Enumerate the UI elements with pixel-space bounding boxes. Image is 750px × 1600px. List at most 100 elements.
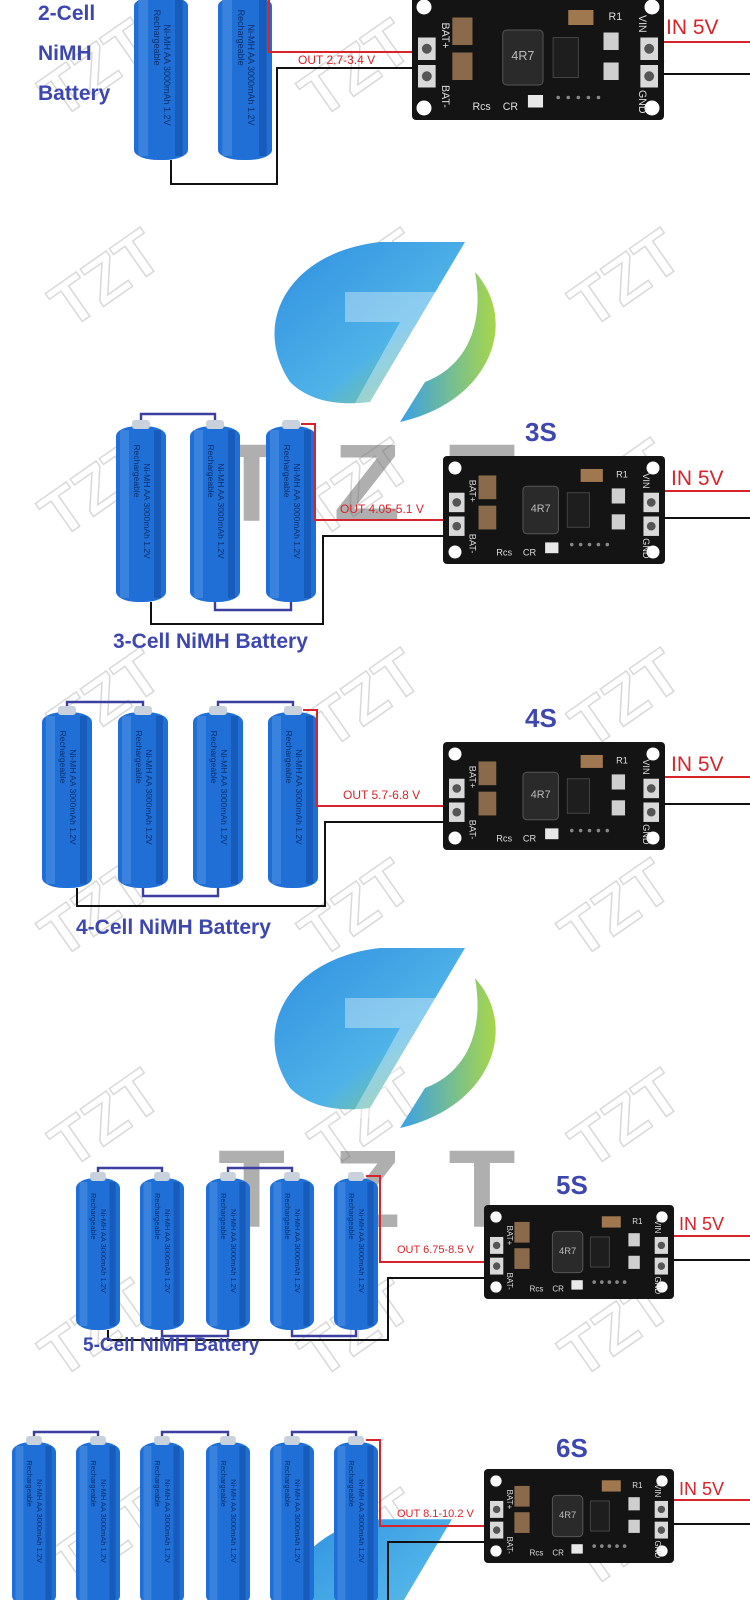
pad-hole [644,71,655,82]
silk-vin: VIN [653,1220,662,1234]
chip [589,1500,610,1532]
via [596,542,601,547]
capacitor [478,475,497,500]
capacitor [514,1221,530,1243]
output-voltage-2s: OUT 2.7-3.4 V [298,53,376,67]
battery-shade [259,0,267,156]
via [607,1280,612,1284]
inductor-mark: 4R7 [511,49,534,63]
battery-shade [303,1446,310,1600]
pad-hole [657,1241,666,1250]
series-link [226,1166,294,1176]
battery-highlight [209,1446,218,1600]
battery-highlight [143,1446,152,1600]
silk-vin: VIN [641,473,651,488]
battery-highlight [194,430,203,598]
cell-label-5s: 5-Cell NiMH Battery [83,1335,260,1356]
battery-print: Rechargeable [283,1460,292,1507]
chip [552,37,579,78]
pad-hole [452,498,462,507]
battery-highlight [273,1446,282,1600]
silk-r1: R1 [616,470,628,480]
battery-shade [109,1182,116,1326]
via [622,1280,627,1284]
capacitor [478,761,497,786]
battery-print: Ni-MH AA 3000mAh 1.2V [162,24,172,125]
battery-highlight [273,1182,282,1326]
battery-print: Rechargeable [347,1193,356,1240]
led [545,542,559,554]
battery-highlight [197,716,206,884]
output-voltage-3s: OUT 4.05-5.1 V [340,502,424,516]
battery-print: Rechargeable [152,10,162,66]
capacitor [478,791,497,816]
resistor [601,1216,621,1228]
battery-terminal [348,1436,364,1445]
battery-shade [228,430,235,598]
battery-print: Ni-MH AA 3000mAh 1.2V [357,1479,366,1563]
battery-highlight [138,0,149,156]
battery-highlight [209,1182,218,1326]
via [566,95,571,100]
silk-vin: VIN [641,759,651,774]
silk-gnd: GND [636,90,648,114]
via [576,95,581,100]
battery-terminal [284,1436,300,1445]
battery-terminal [348,1172,364,1181]
resistor [580,468,603,482]
mount-hole [448,747,462,761]
battery-terminal [58,706,76,715]
silk-cr: CR [552,1284,564,1293]
via [586,95,591,100]
battery-print: Ni-MH AA 3000mAh 1.2V [293,1479,302,1563]
series-link [160,1430,230,1440]
battery-print: Ni-MH AA 3000mAh 1.2V [99,1209,108,1293]
smd-part [628,1519,640,1533]
config-label-4s: 4S [525,703,557,733]
pad-hole [657,1505,666,1514]
silk-gnd: GND [641,824,651,845]
pad-hole [646,498,656,507]
mount-hole [656,1281,668,1293]
battery-shade [175,0,183,156]
mount-hole [490,1211,502,1223]
battery-shade [173,1446,180,1600]
mount-hole [448,461,462,475]
silk-gnd: GND [653,1540,662,1558]
battery-negative-wire [170,67,412,185]
led [571,1280,583,1290]
battery-terminal [284,1172,300,1181]
mount-hole [646,545,660,559]
pad-hole [492,1241,501,1250]
battery-highlight [15,1446,24,1600]
battery-terminal [154,1436,170,1445]
battery-terminal [284,706,302,715]
battery-shade [367,1182,374,1326]
pad-hole [492,1505,501,1514]
series-link [290,1326,358,1338]
battery-print: Ni-MH AA 3000mAh 1.2V [35,1479,44,1563]
via [592,1544,596,1548]
silk-cr: CR [523,547,537,557]
capacitor [452,52,473,80]
battery-print: Ni-MH AA 3000mAh 1.2V [246,24,256,125]
cell-label-3s: 3-Cell NiMH Battery [113,630,308,653]
inductor [522,771,559,821]
pad-hole [452,807,462,817]
series-link [213,598,293,612]
battery-print: Ni-MH AA 3000mAh 1.2V [219,749,229,845]
pad-hole [421,43,432,54]
tzt-logo [274,242,496,422]
battery-positive-wire [366,1175,484,1263]
battery-highlight [272,716,281,884]
battery-print: Ni-MH AA 3000mAh 1.2V [229,1479,238,1563]
pad-hole [644,43,655,54]
smd-part [603,32,619,50]
series-link [216,700,295,710]
via [569,542,574,547]
